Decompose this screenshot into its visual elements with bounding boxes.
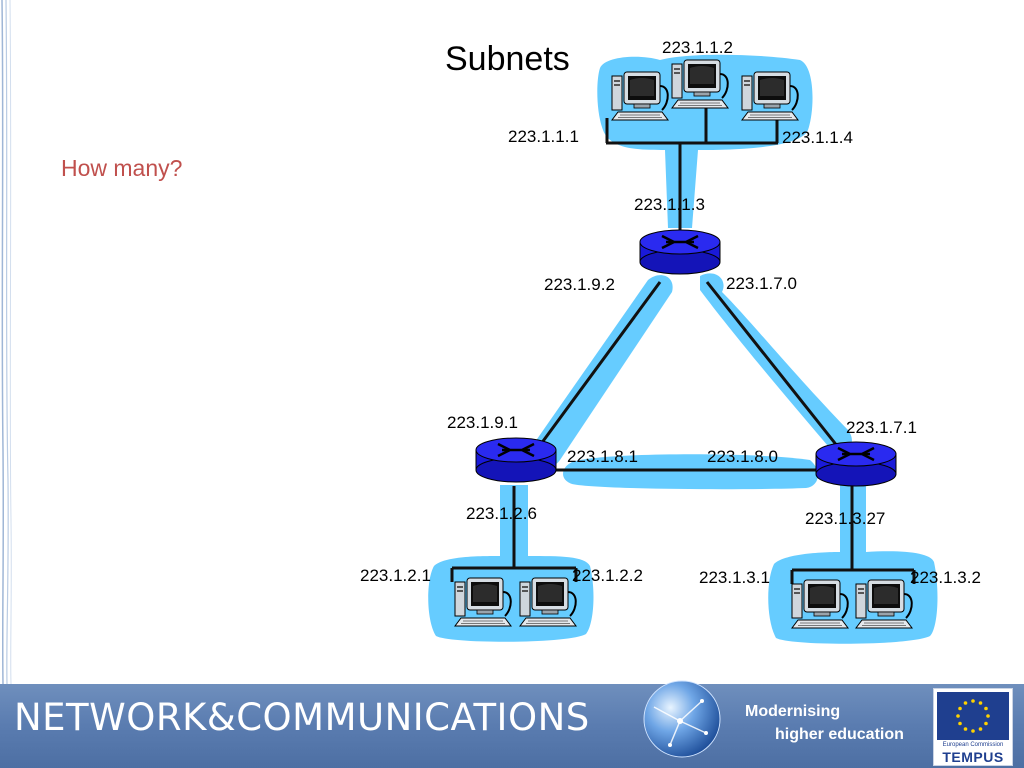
router-left [474, 436, 558, 484]
ip-label-223-1-8-1: 223.1.8.1 [567, 447, 638, 466]
slide-subtitle: How many? [61, 155, 183, 181]
ip-label-223-1-8-0: 223.1.8.0 [707, 447, 778, 466]
eu-star-icon [958, 706, 962, 711]
footer-slogan-line2: higher education [775, 726, 904, 743]
eu-flag-icon [937, 692, 1009, 740]
router-right [814, 440, 898, 488]
slide-title: Subnets [445, 40, 570, 78]
ip-label-223-1-2-1: 223.1.2.1 [360, 566, 431, 585]
ip-label-223-1-7-1: 223.1.7.1 [846, 418, 917, 437]
footer-banner: NETWORK&COMMUNICATIONS Modernising highe… [0, 680, 1024, 768]
host-bottom-left-1 [454, 577, 512, 627]
subnet-link-right [700, 273, 852, 452]
ip-label-223-1-3-27: 223.1.3.27 [805, 509, 886, 528]
eu-star-icon [956, 714, 960, 718]
eu-star-icon [971, 729, 975, 733]
eu-star-icon [971, 699, 975, 703]
ip-label-223-1-1-4: 223.1.1.4 [782, 128, 853, 147]
host-bottom-right-2 [855, 579, 913, 629]
ip-label-223-1-1-3: 223.1.1.3 [634, 195, 705, 214]
ip-label-223-1-2-2: 223.1.2.2 [572, 566, 643, 585]
eu-star-icon [984, 706, 988, 711]
eu-caption: European Commission [942, 742, 1004, 748]
eu-star-icon [986, 714, 990, 718]
globe-icon [643, 680, 721, 758]
eu-star-icon [963, 727, 968, 731]
eu-star-icon [978, 701, 983, 705]
router-top [638, 228, 722, 276]
eu-tempus-logo: European Commission TEMPUS [933, 688, 1013, 766]
footer-slogan-line1: Modernising [745, 703, 841, 720]
host-bottom-left-2 [519, 577, 577, 627]
network-diagram [428, 54, 938, 644]
footer-title: NETWORK&COMMUNICATIONS [14, 696, 590, 739]
eu-star-icon [958, 721, 962, 726]
ip-label-223-1-1-2: 223.1.1.2 [662, 38, 733, 57]
ip-label-223-1-1-1: 223.1.1.1 [508, 127, 579, 146]
eu-star-icon [963, 701, 968, 705]
eu-program-name: TEMPUS [942, 749, 1004, 765]
ip-label-223-1-3-1: 223.1.3.1 [699, 568, 770, 587]
host-bottom-right-1 [791, 579, 849, 629]
ip-label-223-1-9-1: 223.1.9.1 [447, 413, 518, 432]
ip-label-223-1-2-6: 223.1.2.6 [466, 504, 537, 523]
subnet-link-bottom [563, 454, 818, 490]
ip-label-223-1-3-2: 223.1.3.2 [910, 568, 981, 587]
host-top-left [611, 71, 669, 121]
links [450, 108, 916, 584]
eu-star-icon [984, 721, 988, 726]
ip-label-223-1-7-0: 223.1.7.0 [726, 274, 797, 293]
eu-star-icon [978, 727, 983, 731]
host-top-right [741, 71, 799, 121]
ip-label-223-1-9-2: 223.1.9.2 [544, 275, 615, 294]
host-top-middle [671, 59, 729, 109]
decorative-left-lines [1, 0, 12, 684]
subnet-link-left [528, 275, 673, 467]
